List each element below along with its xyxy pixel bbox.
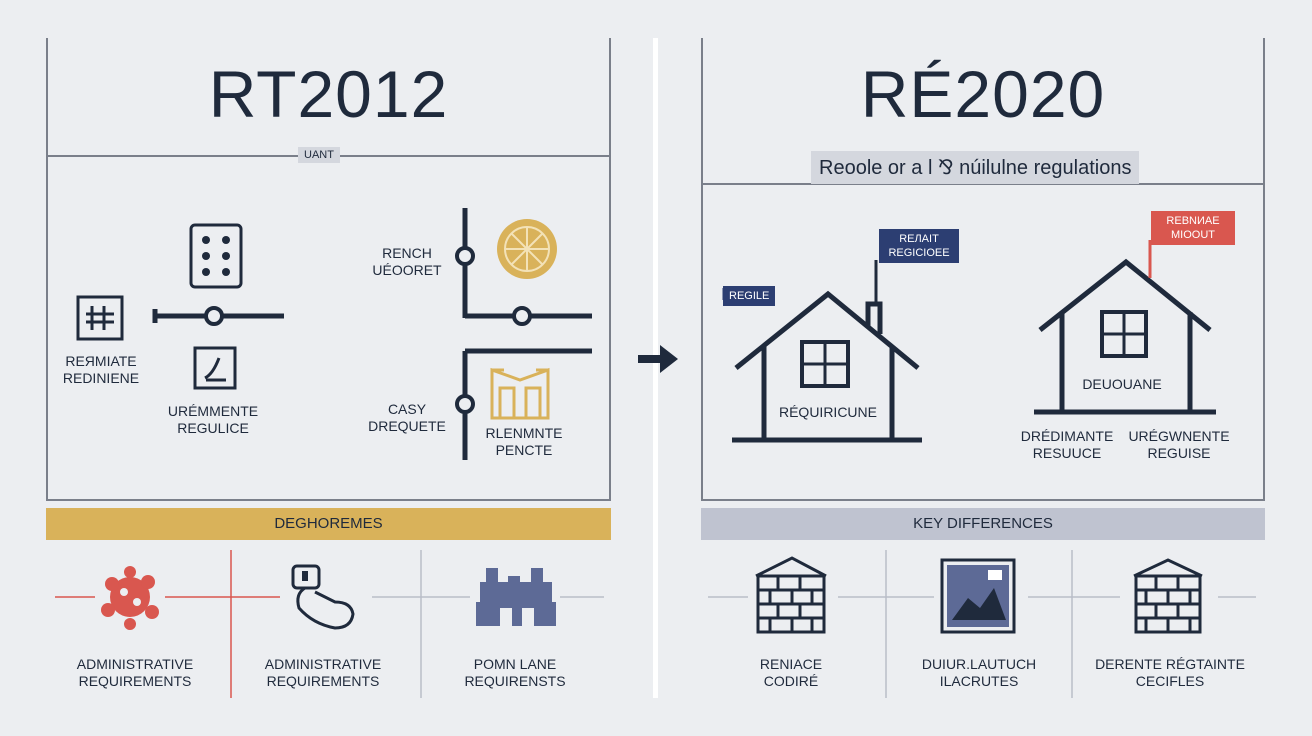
left-frame-edge — [46, 38, 48, 500]
right-frame-edge — [701, 38, 703, 500]
gear-cluster-icon — [101, 566, 159, 630]
brick-house-outline-icon — [1133, 558, 1203, 634]
house-2-icon — [1034, 258, 1216, 415]
bench-label: RENCH UÉOORET — [372, 245, 442, 278]
document-icon — [193, 346, 237, 390]
doc-label: URÉMMENTE REGULICE — [167, 403, 259, 436]
grid-label: REЯMIATE REDINIENE — [62, 353, 140, 386]
right-item-1-label: RENIACE CODIRÉ — [759, 656, 823, 689]
right-diagram — [722, 240, 1216, 443]
flag-red: REBNИAE MIOOUT — [1151, 211, 1235, 245]
right-title: RÉ2020 — [860, 57, 1106, 131]
left-title: RT2012 — [208, 57, 449, 131]
left-diagram — [76, 208, 592, 460]
arrow-right-icon — [638, 345, 678, 373]
right-frame-bottom — [701, 499, 1265, 501]
building-icon — [490, 367, 550, 420]
house-2-label: DEUOUANE — [1082, 376, 1162, 392]
hand-key-icon — [291, 564, 355, 630]
brick-house-icon — [755, 556, 827, 634]
grid-icon — [76, 295, 124, 341]
left-item-2-label: ADMINISTRATIVE REQUIREMENTS — [264, 656, 382, 689]
right-bottom-row — [708, 550, 1256, 698]
left-frame-bottom — [46, 499, 611, 501]
left-banner: DEGHOREMES — [46, 508, 611, 540]
right-subtitle: Reoole or a l ⅋ núilulne regulations — [811, 151, 1140, 184]
left-chip: UANT — [298, 147, 340, 163]
casy-label: CASY DREQUETE — [368, 401, 446, 434]
factory-icon — [476, 568, 556, 626]
keypad-icon — [189, 223, 243, 289]
right-item-2-label: DUIUR.LAUTUCH ILACRUTES — [921, 656, 1037, 689]
house-1-icon — [732, 290, 922, 443]
left-item-3-label: POMN LANE REQUIRENSTS — [464, 656, 566, 689]
house-1-label: RÉQUIRICUNE — [778, 404, 877, 420]
right-item-3-label: DERENTE RÉGTAINTE CECIFLES — [1095, 656, 1245, 689]
left-item-1-label: ADMINISTRATIVE REQUIREMENTS — [76, 656, 194, 689]
framed-picture-icon — [940, 558, 1016, 634]
right-banner: KEY DIFFERENCES — [701, 508, 1265, 540]
house-2-sub-right: URÉGWNENTE REGUISE — [1128, 428, 1230, 461]
left-frame-edge — [609, 38, 611, 500]
right-frame-edge — [1263, 38, 1265, 500]
center-separator — [653, 38, 658, 698]
left-bottom-row — [55, 550, 604, 698]
flag-small: REGILE — [723, 286, 776, 306]
building-label: RLENMNTE PENCTE — [485, 425, 563, 458]
house-2-sub-left: DRÉDIMANTE RESUUCE — [1020, 428, 1114, 461]
flag-blue: REЛAIT REGICIOEE — [879, 229, 959, 263]
